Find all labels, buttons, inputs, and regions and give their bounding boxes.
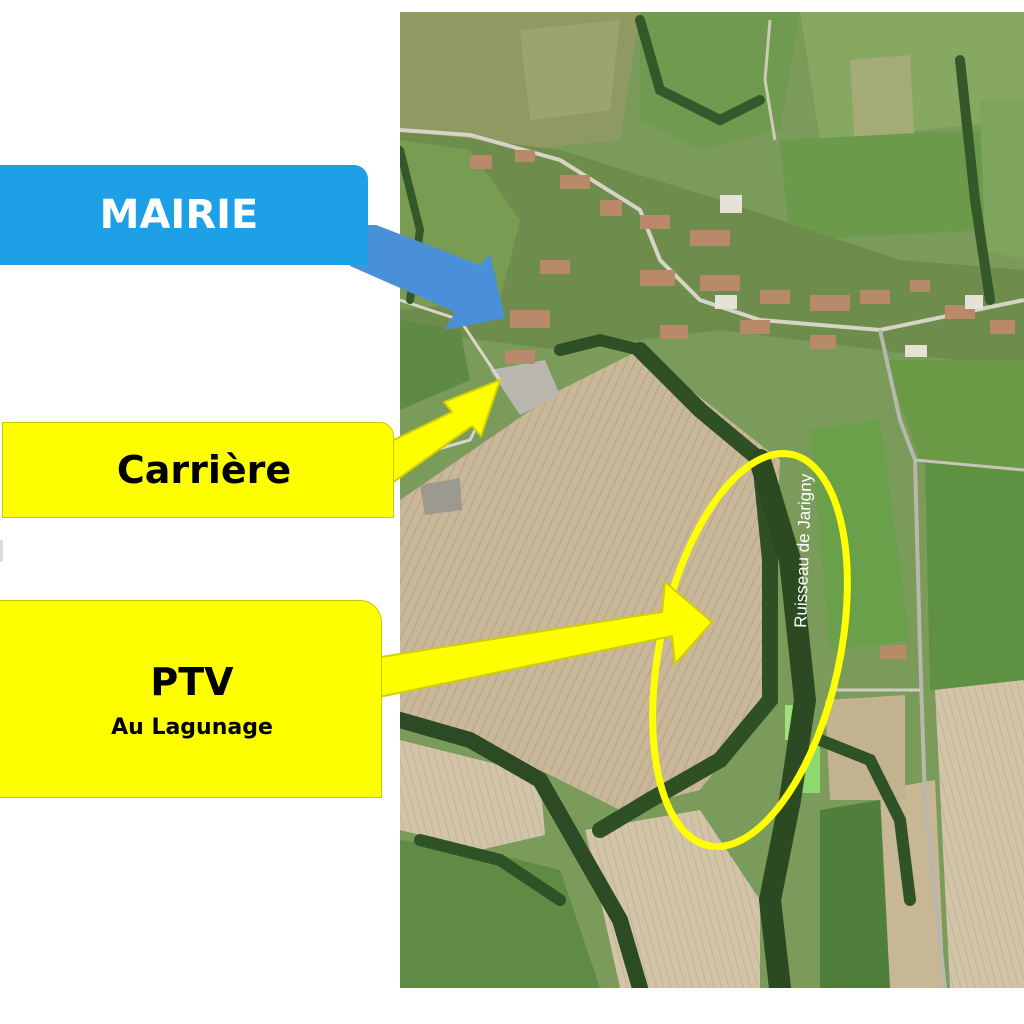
ptv-subtitle: Au Lagunage xyxy=(111,714,273,740)
carriere-label-box: Carrière xyxy=(2,422,394,518)
ptv-arrow xyxy=(348,580,714,704)
edge-mark xyxy=(0,540,3,562)
map-terrain: Ruisseau de Jarigny xyxy=(400,12,1024,988)
mairie-arrow xyxy=(350,225,505,330)
carriere-label: Carrière xyxy=(116,448,292,492)
ptv-label-box: PTV Au Lagunage xyxy=(0,600,382,798)
ptv-label: PTV xyxy=(150,659,234,704)
mairie-label: MAIRIE xyxy=(99,192,259,238)
mairie-label-box: MAIRIE xyxy=(0,165,368,265)
